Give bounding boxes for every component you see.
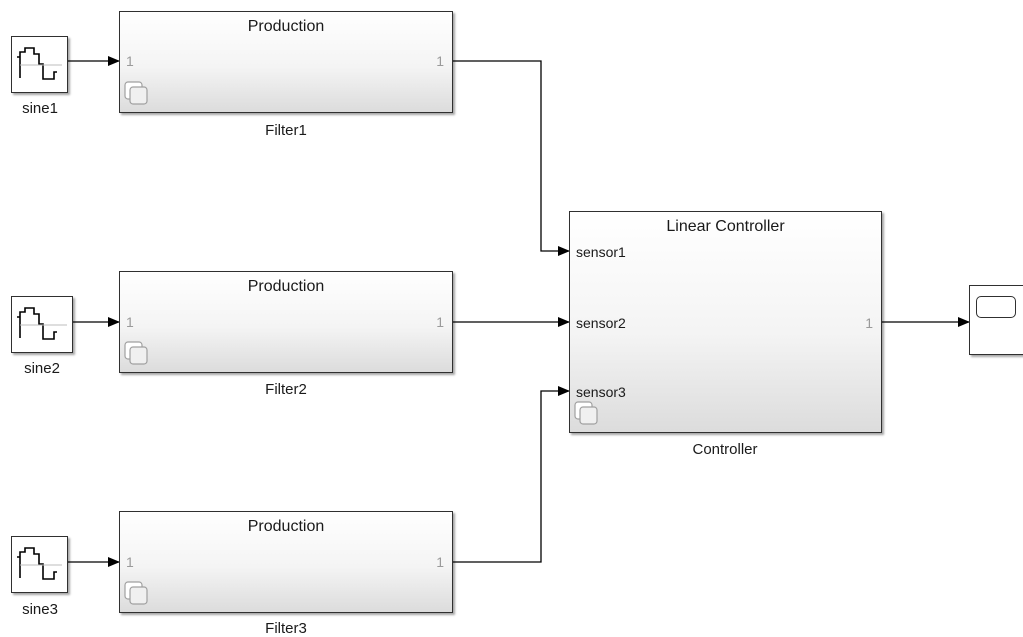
filter2-input-port: 1 — [126, 314, 134, 330]
controller-block[interactable]: Linear Controller sensor1 sensor2 sensor… — [569, 211, 882, 433]
sine-wave-icon — [17, 547, 62, 580]
subsystem-icon — [124, 581, 148, 605]
sine-block-3[interactable] — [11, 536, 68, 593]
filter1-label: Filter1 — [265, 122, 307, 139]
controller-output-port: 1 — [865, 315, 873, 331]
filter1-block[interactable]: Production 1 1 — [119, 11, 453, 113]
signal-line-filter1-controller — [453, 60, 570, 256]
filter2-block[interactable]: Production 1 1 — [119, 271, 453, 373]
controller-title: Linear Controller — [666, 218, 785, 235]
filter3-block[interactable]: Production 1 1 — [119, 511, 453, 613]
filter1-input-port: 1 — [126, 53, 134, 69]
filter1-title: Production — [247, 18, 325, 35]
sine-block-2[interactable] — [11, 296, 73, 353]
filter2-label: Filter2 — [265, 381, 307, 398]
controller-label: Controller — [692, 441, 758, 458]
scope-icon — [976, 296, 1016, 318]
controller-input-sensor1: sensor1 — [576, 244, 626, 260]
scope-block[interactable] — [969, 285, 1023, 355]
subsystem-icon — [124, 81, 148, 105]
controller-input-sensor2: sensor2 — [576, 315, 626, 331]
filter3-title: Production — [247, 518, 325, 535]
filter3-input-port: 1 — [126, 554, 134, 570]
sine-block-1[interactable] — [11, 36, 68, 93]
subsystem-icon — [124, 341, 148, 365]
controller-input-sensor3: sensor3 — [576, 384, 626, 400]
sine1-label: sine1 — [22, 100, 58, 117]
sine-wave-icon — [17, 47, 62, 80]
filter1-output-port: 1 — [436, 53, 444, 69]
filter2-title: Production — [247, 278, 325, 295]
filter3-label: Filter3 — [265, 620, 307, 637]
signal-line-filter3-controller — [453, 386, 570, 563]
filter2-output-port: 1 — [436, 314, 444, 330]
subsystem-icon — [574, 401, 598, 425]
sine2-label: sine2 — [24, 360, 60, 377]
filter3-output-port: 1 — [436, 554, 444, 570]
sine-wave-icon — [17, 307, 67, 340]
sine3-label: sine3 — [22, 601, 58, 618]
